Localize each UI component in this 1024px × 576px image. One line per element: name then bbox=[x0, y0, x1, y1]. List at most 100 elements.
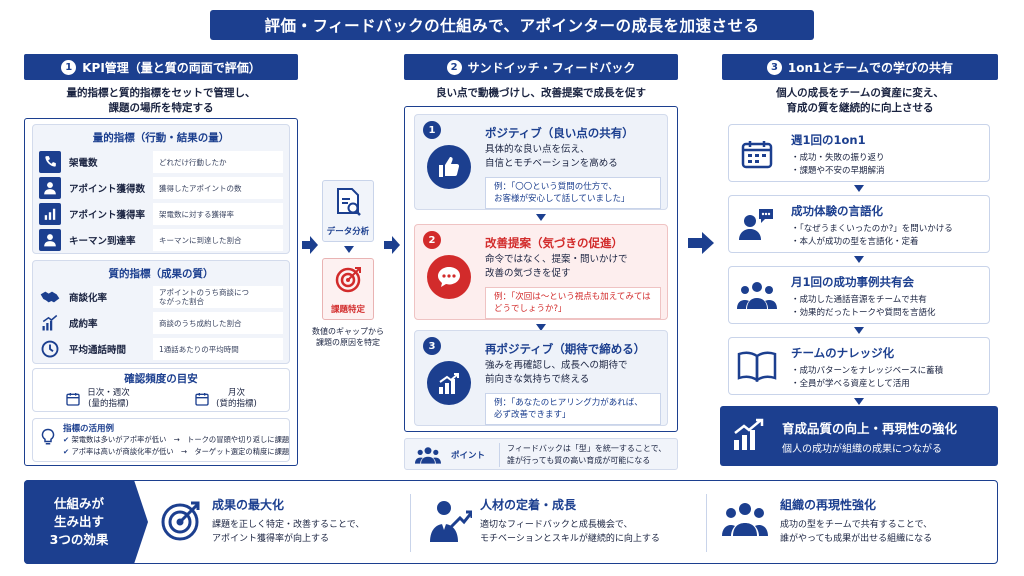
target-icon bbox=[160, 500, 202, 546]
growth-chart-icon bbox=[732, 418, 766, 456]
down-arrow-icon bbox=[854, 185, 864, 192]
usage-text: アポ率は高いが商談化率が低い → ターゲット選定の精度に課題 bbox=[71, 447, 290, 456]
effect-talent-growth: 人材の定着・成長 適切なフィードバックと成長機会で、 モチベーションとスキルが継… bbox=[428, 488, 698, 556]
down-arrow-icon bbox=[854, 327, 864, 334]
step-text-line: 具体的な良い点を伝え、 bbox=[485, 144, 590, 155]
step-example: 例：「あなたのヒアリング力があれば、 必ず改善できます」 bbox=[485, 393, 661, 425]
kpi-name: アポイント獲得数 bbox=[69, 184, 146, 195]
step-text: 命令ではなく、提案・問いかけで 改善の気づきを促す bbox=[485, 253, 628, 281]
effects-label-line: 3つの効果 bbox=[49, 532, 109, 547]
effect-text-line: 課題を正しく特定・改善することで、 bbox=[212, 520, 365, 530]
card-bullet: ・「なぜうまくいったのか?」を問いかける bbox=[791, 224, 953, 234]
step-improvement: 2 改善提案（気づきの促進） 命令ではなく、提案・問いかけで 改善の気づきを促す… bbox=[414, 224, 668, 320]
gap-note: 数値のギャップから 課題の原因を特定 bbox=[306, 326, 390, 348]
card-bullet: ・成功・失敗の振り返り bbox=[791, 153, 885, 163]
step-number-badge: 2 bbox=[446, 59, 462, 75]
oneonone-header: 3 1on1とチームでの学びの共有 bbox=[722, 54, 998, 80]
frequency-label: 日次・週次 (量的指標) bbox=[87, 388, 130, 410]
kpi-row-appointment-rate: アポイント獲得率 架電数に対する獲得率 bbox=[39, 203, 283, 225]
effects-label-line: 仕組みが bbox=[53, 496, 104, 511]
point-text-line: 誰が行っても質の高い育成が可能になる bbox=[507, 456, 651, 465]
oneonone-subtitle: 個人の成長をチームの資産に変え、 育成の質を継続的に向上させる bbox=[722, 86, 998, 116]
frequency-line: (質的指標) bbox=[216, 399, 257, 409]
frequency-item-daily: 日次・週次 (量的指標) bbox=[65, 388, 130, 410]
final-result-box: 育成品質の向上・再現性の強化 個人の成功が組織の成果につながる bbox=[720, 406, 998, 466]
feedback-subtitle: 良い点で動機づけし、改善提案で成長を促す bbox=[436, 87, 646, 99]
point-text-line: フィードバックは「型」を統一することで、 bbox=[507, 444, 667, 453]
kpi-row-deal-rate: 商談化率 アポイントのうち商談につ ながった割合 bbox=[39, 286, 283, 308]
oneonone-subtitle-line2: 育成の質を継続的に向上させる bbox=[786, 102, 934, 114]
speech-bubble-icon bbox=[427, 255, 471, 299]
kpi-frame bbox=[24, 118, 298, 466]
oneonone-header-label: 1on1とチームでの学びの共有 bbox=[787, 60, 954, 75]
down-arrow-icon bbox=[536, 324, 546, 331]
usage-title: 指標の活用例 bbox=[63, 424, 115, 434]
kpi-desc: キーマンに到達した割合 bbox=[153, 229, 283, 251]
card-verbalize-success: 成功体験の言語化 ・「なぜうまくいったのか?」を問いかける ・本人が成功の型を言… bbox=[728, 195, 990, 253]
step-title: 改善提案（気づきの促進） bbox=[485, 236, 623, 250]
kpi-row-appointments: アポイント獲得数 獲得したアポイントの数 bbox=[39, 177, 283, 199]
step-text-line: 前向きな気持ちで終える bbox=[485, 374, 590, 385]
down-arrow-icon bbox=[344, 246, 354, 253]
calendar-icon bbox=[741, 139, 773, 173]
frequency-line: 日次・週次 bbox=[87, 388, 130, 398]
team-icon bbox=[722, 502, 768, 540]
effect-organization-reproducibility: 組織の再現性強化 成功の型をチームで共有することで、 誰がやっても成果が出せる組… bbox=[722, 488, 992, 556]
calendar-icon bbox=[195, 393, 209, 406]
card-bullet: ・成功パターンをナレッジベースに蓄積 bbox=[791, 366, 944, 376]
team-icon bbox=[415, 446, 441, 468]
effects-label-line: 生み出す bbox=[53, 514, 104, 529]
data-analysis-box: データ分析 bbox=[322, 180, 374, 242]
kpi-desc: 商談のうち成約した割合 bbox=[153, 312, 283, 334]
target-icon bbox=[335, 265, 363, 297]
frequency-title: 確認頻度の目安 bbox=[124, 373, 198, 385]
calendar-icon bbox=[66, 393, 80, 406]
card-text: ・成功パターンをナレッジベースに蓄積 ・全員が学べる資産として活用 bbox=[791, 365, 943, 391]
kpi-desc: どれだけ行動したか bbox=[153, 151, 283, 173]
quantitative-title: 量的指標（行動・結果の量） bbox=[92, 132, 230, 144]
usage-panel: 指標の活用例 ✔ 架電数は多いがアポ率が低い → トークの冒頭や切り返しに課題 … bbox=[32, 418, 290, 462]
gap-note-line: 数値のギャップから bbox=[312, 327, 384, 336]
effect-text: 適切なフィードバックと成長機会で、 モチベーションとスキルが継続的に向上する bbox=[480, 518, 660, 546]
person-icon bbox=[39, 229, 61, 251]
final-result-title: 育成品質の向上・再現性の強化 bbox=[782, 421, 958, 436]
effect-text: 課題を正しく特定・改善することで、 アポイント獲得率が向上する bbox=[212, 518, 364, 546]
effects-frame bbox=[24, 480, 998, 564]
effect-title: 組織の再現性強化 bbox=[780, 498, 877, 512]
kpi-name: アポイント獲得率 bbox=[69, 210, 146, 221]
effect-text: 成功の型をチームで共有することで、 誰がやっても成果が出せる組織になる bbox=[780, 518, 932, 546]
kpi-desc: 1通話あたりの平均時間 bbox=[153, 338, 283, 360]
right-arrow-icon bbox=[688, 232, 714, 258]
usage-list: ✔ 架電数は多いがアポ率が低い → トークの冒頭や切り返しに課題 ✔ アポ率は高… bbox=[63, 434, 289, 458]
team-icon bbox=[737, 281, 777, 313]
phone-icon bbox=[39, 151, 61, 173]
gap-note-line: 課題の原因を特定 bbox=[316, 338, 380, 347]
feedback-frame bbox=[404, 106, 678, 432]
step-example-line: お客様が安心して話していました」 bbox=[494, 194, 630, 204]
kpi-name: キーマン到達率 bbox=[69, 236, 136, 247]
kpi-row-close-rate: 成約率 商談のうち成約した割合 bbox=[39, 312, 283, 334]
step-number-badge: 3 bbox=[423, 337, 441, 355]
step-example-line: 例：「〇〇という質問の仕方で、 bbox=[494, 182, 617, 192]
step-text-line: 命令ではなく、提案・問いかけで bbox=[485, 254, 628, 265]
kpi-row-keyman-rate: キーマン到達率 キーマンに到達した割合 bbox=[39, 229, 283, 251]
kpi-desc: アポイントのうち商談につ ながった割合 bbox=[153, 286, 283, 308]
effect-text-line: モチベーションとスキルが継続的に向上する bbox=[480, 534, 660, 544]
step-repositive: 3 再ポジティブ（期待で締める） 強みを再確認し、成長への期待で 前向きな気持ち… bbox=[414, 330, 668, 426]
right-arrow-icon bbox=[302, 236, 318, 258]
growth-chart-icon bbox=[39, 312, 61, 334]
right-arrow-icon bbox=[384, 236, 400, 258]
effects-label: 仕組みが 生み出す 3つの効果 bbox=[24, 480, 134, 564]
effect-divider bbox=[410, 494, 411, 552]
card-bullet: ・全員が学べる資産として活用 bbox=[791, 379, 910, 389]
issue-identify-box: 課題特定 bbox=[322, 258, 374, 320]
step-title: ポジティブ（良い点の共有） bbox=[485, 126, 634, 140]
step-example-line: どうでしょうか?」 bbox=[494, 304, 567, 314]
effect-title: 人材の定着・成長 bbox=[480, 498, 577, 512]
step-text-line: 改善の気づきを促す bbox=[485, 268, 571, 279]
step-number-badge: 1 bbox=[61, 59, 77, 75]
card-bullet: ・成功した通話音源をチームで共有 bbox=[791, 295, 927, 305]
lightbulb-icon bbox=[39, 427, 57, 451]
kpi-desc: 架電数に対する獲得率 bbox=[153, 203, 283, 225]
kpi-name: 成約率 bbox=[69, 319, 98, 330]
